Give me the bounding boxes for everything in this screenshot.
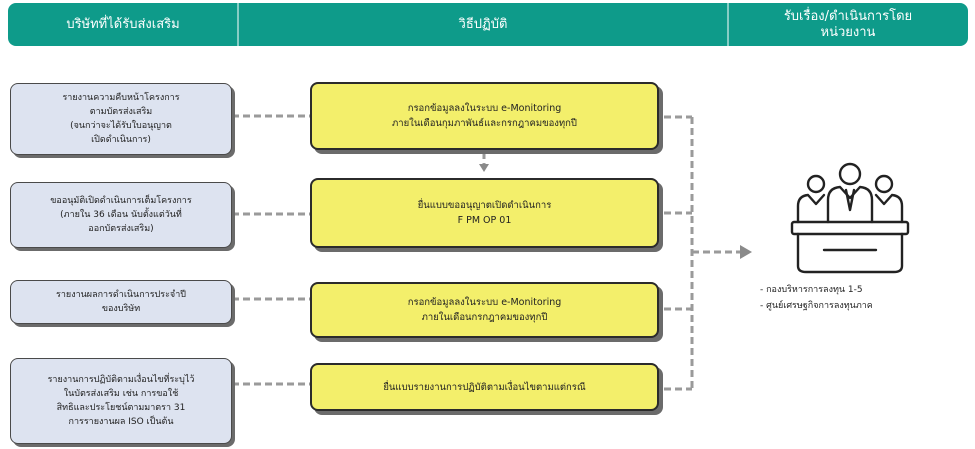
meeting-people-icon bbox=[790, 162, 910, 274]
header-divider bbox=[237, 3, 239, 46]
company-box-annual-report: รายงานผลการดำเนินการประจำปี ของบริษัท bbox=[10, 280, 232, 324]
procedure-box-emonitoring-biannual: กรอกข้อมูลลงในระบบ e-Monitoring ภายในเดื… bbox=[310, 82, 659, 150]
header-procedure: วิธีปฏิบัติ bbox=[238, 3, 728, 46]
company-box-conditions-report: รายงานการปฏิบัติตามเงื่อนไขที่ระบุไว้ ใน… bbox=[10, 358, 232, 444]
step-down-arrowhead bbox=[479, 164, 489, 172]
company-box-progress-report: รายงานความคืบหน้าโครงการ ตามบัตรส่งเสริม… bbox=[10, 83, 232, 155]
to-agency-arrowhead bbox=[740, 245, 752, 259]
header-divider bbox=[727, 3, 729, 46]
agency-item: - กองบริหารการลงทุน 1-5 bbox=[760, 285, 863, 295]
procedure-box-conditions-form: ยื่นแบบรายงานการปฏิบัติตามเงื่อนไขตามแต่… bbox=[310, 363, 659, 411]
header-agency: รับเรื่อง/ดำเนินการโดย หน่วยงาน bbox=[728, 3, 968, 46]
agency-list: - กองบริหารการลงทุน 1-5 - ศูนย์เศรษฐกิจก… bbox=[760, 282, 940, 314]
company-box-open-operation: ขออนุมัติเปิดดำเนินการเต็มโครงการ (ภายใน… bbox=[10, 182, 232, 248]
procedure-box-fpm-op-01: ยื่นแบบขออนุญาตเปิดดำเนินการ F PM OP 01 bbox=[310, 178, 659, 248]
header-company: บริษัทที่ได้รับส่งเสริม bbox=[8, 3, 238, 46]
agency-item: - ศูนย์เศรษฐกิจการลงทุนภาค bbox=[760, 301, 873, 311]
procedure-box-emonitoring-annual: กรอกข้อมูลลงในระบบ e-Monitoring ภายในเดื… bbox=[310, 282, 659, 338]
